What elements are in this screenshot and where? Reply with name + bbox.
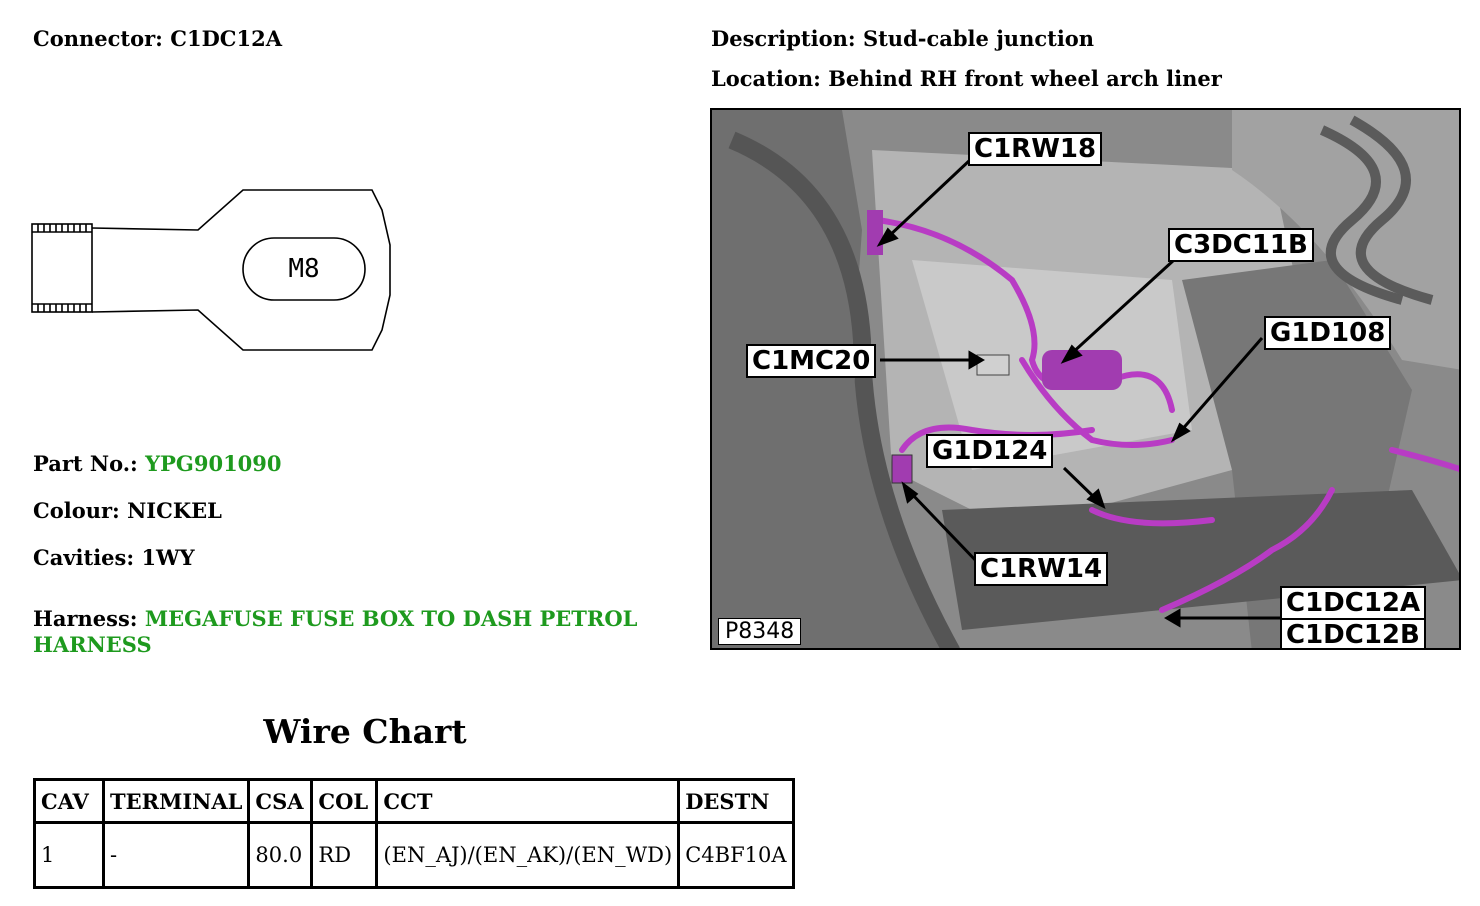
location-label: Location:: [711, 66, 821, 91]
header-terminal: TERMINAL: [101, 778, 251, 824]
cavities-label: Cavities:: [33, 545, 135, 570]
description-line: Description: Stud-cable junction: [711, 27, 1094, 51]
colour-label: Colour:: [33, 498, 120, 523]
cavities-line: Cavities: 1WY: [33, 546, 195, 570]
callout-c1rw18: C1RW18: [968, 132, 1103, 166]
cell-cct: (EN_AJ)/(EN_AK)/(EN_WD): [375, 821, 681, 889]
connector-label: Connector:: [33, 26, 163, 51]
cell-cav: 1: [33, 821, 105, 889]
wire-chart-title: Wire Chart: [263, 712, 467, 751]
callout-c1rw14: C1RW14: [974, 552, 1109, 586]
callout-g1d108: G1D108: [1264, 316, 1392, 350]
connector-line: Connector: C1DC12A: [33, 27, 282, 51]
header-cct: CCT: [375, 778, 681, 824]
cell-terminal: -: [101, 821, 251, 889]
wire-chart-table: CAV TERMINAL CSA COL CCT DESTN 1 - 80.0 …: [33, 778, 795, 889]
cell-csa: 80.0: [247, 821, 314, 889]
table-row: 1 - 80.0 RD (EN_AJ)/(EN_AK)/(EN_WD) C4BF…: [33, 821, 795, 889]
cavities-value: 1WY: [141, 545, 195, 570]
colour-value: NICKEL: [127, 498, 222, 523]
cell-col: RD: [310, 821, 379, 889]
description-label: Description:: [711, 26, 856, 51]
connector-drawing: M8: [31, 189, 391, 351]
location-value: Behind RH front wheel arch liner: [828, 66, 1222, 91]
connector-value: C1DC12A: [170, 26, 283, 51]
callout-c1dc12a: C1DC12A: [1280, 586, 1427, 618]
colour-line: Colour: NICKEL: [33, 499, 222, 523]
photo-id-label: P8348: [718, 618, 802, 645]
harness-line: Harness: MEGAFUSE FUSE BOX TO DASH PETRO…: [33, 606, 673, 658]
header-csa: CSA: [247, 778, 314, 824]
callout-c1dc12b: C1DC12B: [1280, 618, 1426, 648]
header-destn: DESTN: [677, 778, 795, 824]
harness-label: Harness:: [33, 606, 138, 631]
callout-g1d124: G1D124: [926, 434, 1054, 468]
part-number-line: Part No.: YPG901090: [33, 452, 282, 476]
callout-c3dc11b: C3DC11B: [1168, 228, 1314, 262]
cell-destn: C4BF10A: [677, 821, 795, 889]
location-photo: C1RW18 C3DC11B C1MC20 G1D108 G1D124 C1RW…: [710, 108, 1461, 650]
location-line: Location: Behind RH front wheel arch lin…: [711, 67, 1222, 91]
harness-link[interactable]: MEGAFUSE FUSE BOX TO DASH PETROL HARNESS: [33, 606, 638, 657]
header-col: COL: [310, 778, 379, 824]
part-label: Part No.:: [33, 451, 138, 476]
part-number-link[interactable]: YPG901090: [145, 451, 282, 476]
table-header-row: CAV TERMINAL CSA COL CCT DESTN: [33, 778, 795, 824]
callout-c1mc20: C1MC20: [746, 344, 877, 378]
stud-size-label: M8: [288, 254, 319, 284]
header-cav: CAV: [33, 778, 105, 824]
description-value: Stud-cable junction: [862, 26, 1095, 51]
